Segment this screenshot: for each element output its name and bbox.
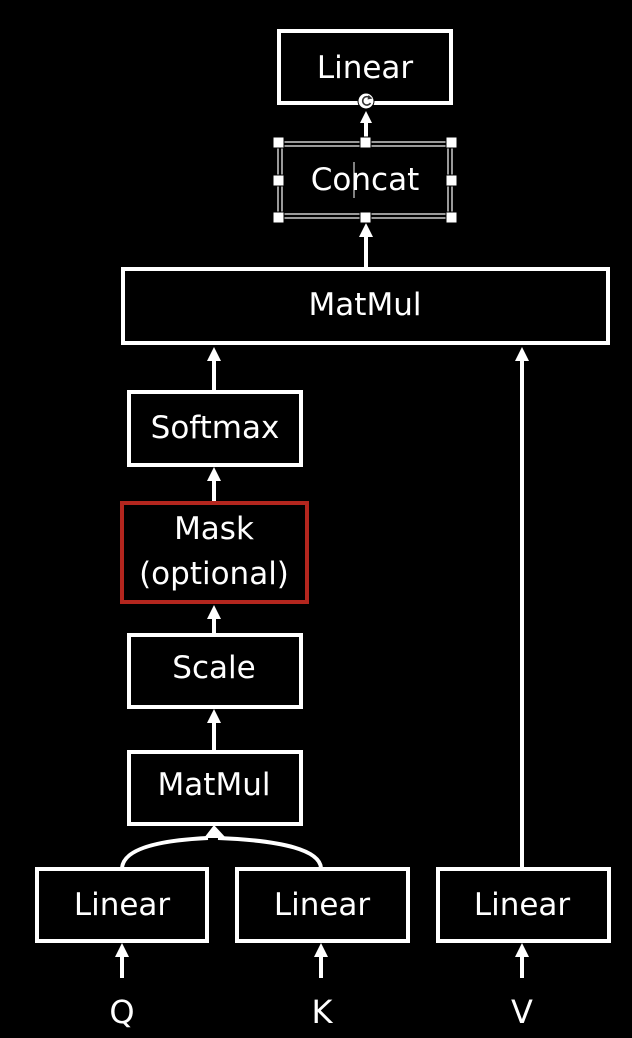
- arrowhead-linear-top: [360, 111, 372, 123]
- node-mask[interactable]: Mask (optional): [120, 501, 309, 604]
- input-v-label: V: [511, 993, 533, 1031]
- node-linear-k[interactable]: Linear: [235, 867, 410, 943]
- handle-middle-left[interactable]: [272, 174, 285, 187]
- handle-bottom-right[interactable]: [445, 211, 458, 224]
- arrowhead-matmul-top-right: [515, 347, 529, 361]
- handle-top-right[interactable]: [445, 136, 458, 149]
- node-concat-label: Concat: [311, 162, 419, 198]
- node-matmul-top[interactable]: MatMul: [121, 267, 610, 345]
- edges: [115, 111, 529, 978]
- edge-linear-k-to-matmul: [217, 836, 323, 869]
- node-matmul-top-label: MatMul: [309, 287, 422, 323]
- node-matmul-bottom[interactable]: MatMul: [127, 750, 303, 826]
- node-softmax-label: Softmax: [151, 410, 280, 446]
- handle-top-left[interactable]: [272, 136, 285, 149]
- node-mask-label-line1: Mask: [174, 511, 254, 547]
- handle-top-middle[interactable]: [359, 136, 372, 149]
- handle-middle-right[interactable]: [445, 174, 458, 187]
- arrowhead-matmul-top-left: [207, 347, 221, 361]
- node-linear-v[interactable]: Linear: [436, 867, 611, 943]
- node-linear-v-label: Linear: [474, 887, 571, 923]
- node-matmul-bottom-label: MatMul: [158, 767, 271, 803]
- arrowhead-k: [314, 943, 328, 957]
- node-scale-label: Scale: [172, 650, 255, 686]
- node-linear-top-label: Linear: [317, 50, 414, 86]
- input-k-label: K: [312, 993, 334, 1031]
- node-linear-top[interactable]: Linear: [277, 29, 453, 105]
- arrowhead-matmul-bottom: [204, 825, 226, 838]
- arrowhead-mask: [207, 605, 221, 619]
- node-concat[interactable]: Concat: [277, 141, 453, 219]
- node-linear-q-label: Linear: [74, 887, 171, 923]
- selection-handles[interactable]: [272, 136, 458, 224]
- edge-linear-q-to-matmul: [120, 836, 209, 869]
- node-mask-label-line2: (optional): [139, 556, 289, 592]
- arrowhead-v: [515, 943, 529, 957]
- node-scale[interactable]: Scale: [127, 633, 303, 709]
- arrowhead-q: [115, 943, 129, 957]
- handle-bottom-left[interactable]: [272, 211, 285, 224]
- handle-bottom-middle[interactable]: [359, 211, 372, 224]
- arrowhead-softmax: [207, 467, 221, 481]
- arrowhead-concat: [359, 223, 373, 237]
- node-linear-k-label: Linear: [274, 887, 371, 923]
- rotate-handle-icon[interactable]: [357, 92, 375, 110]
- arrowhead-scale: [207, 709, 221, 723]
- node-linear-q[interactable]: Linear: [35, 867, 209, 943]
- node-softmax[interactable]: Softmax: [127, 390, 303, 467]
- input-q-label: Q: [109, 993, 134, 1031]
